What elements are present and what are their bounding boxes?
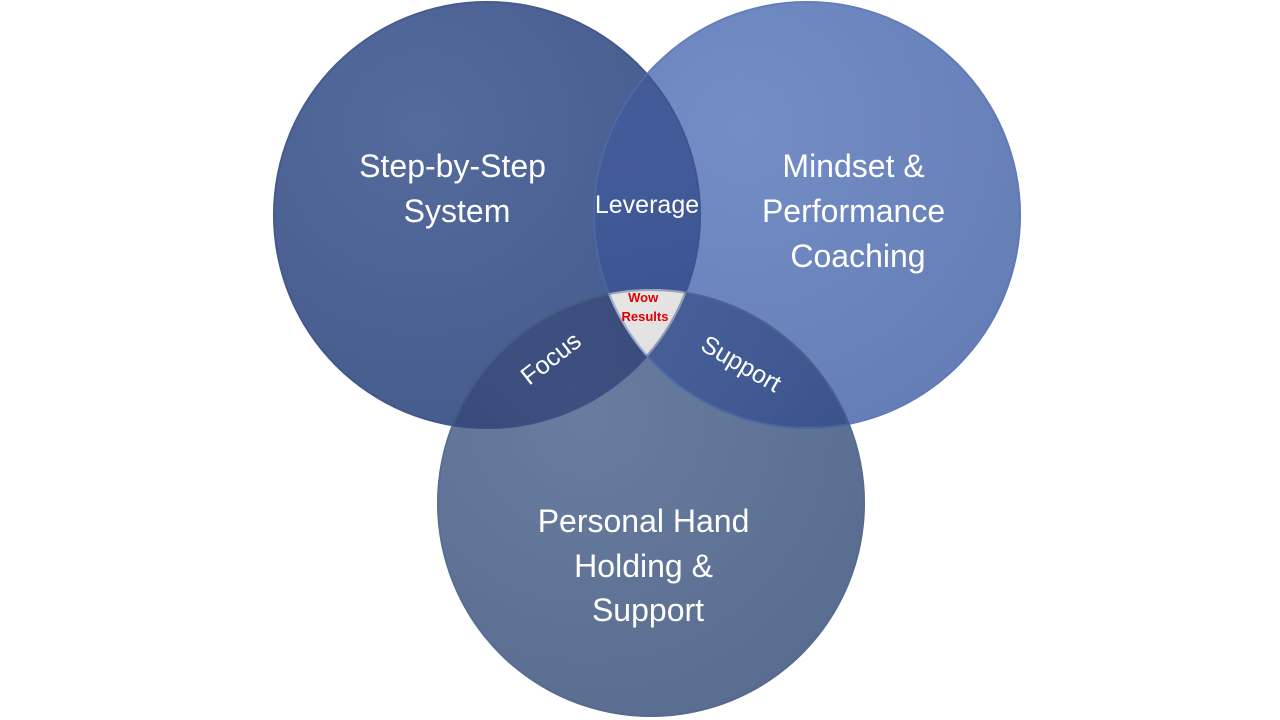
center-label-wow-results: Wow Results xyxy=(622,290,669,324)
overlap-label-leverage: Leverage xyxy=(595,191,699,219)
circle-label-step-by-step: Step-by-Step System xyxy=(359,148,555,229)
circle-label-mindset: Mindset & Performance Coaching xyxy=(762,148,954,274)
circle-label-personal: Personal Hand Holding & Support xyxy=(538,503,759,628)
